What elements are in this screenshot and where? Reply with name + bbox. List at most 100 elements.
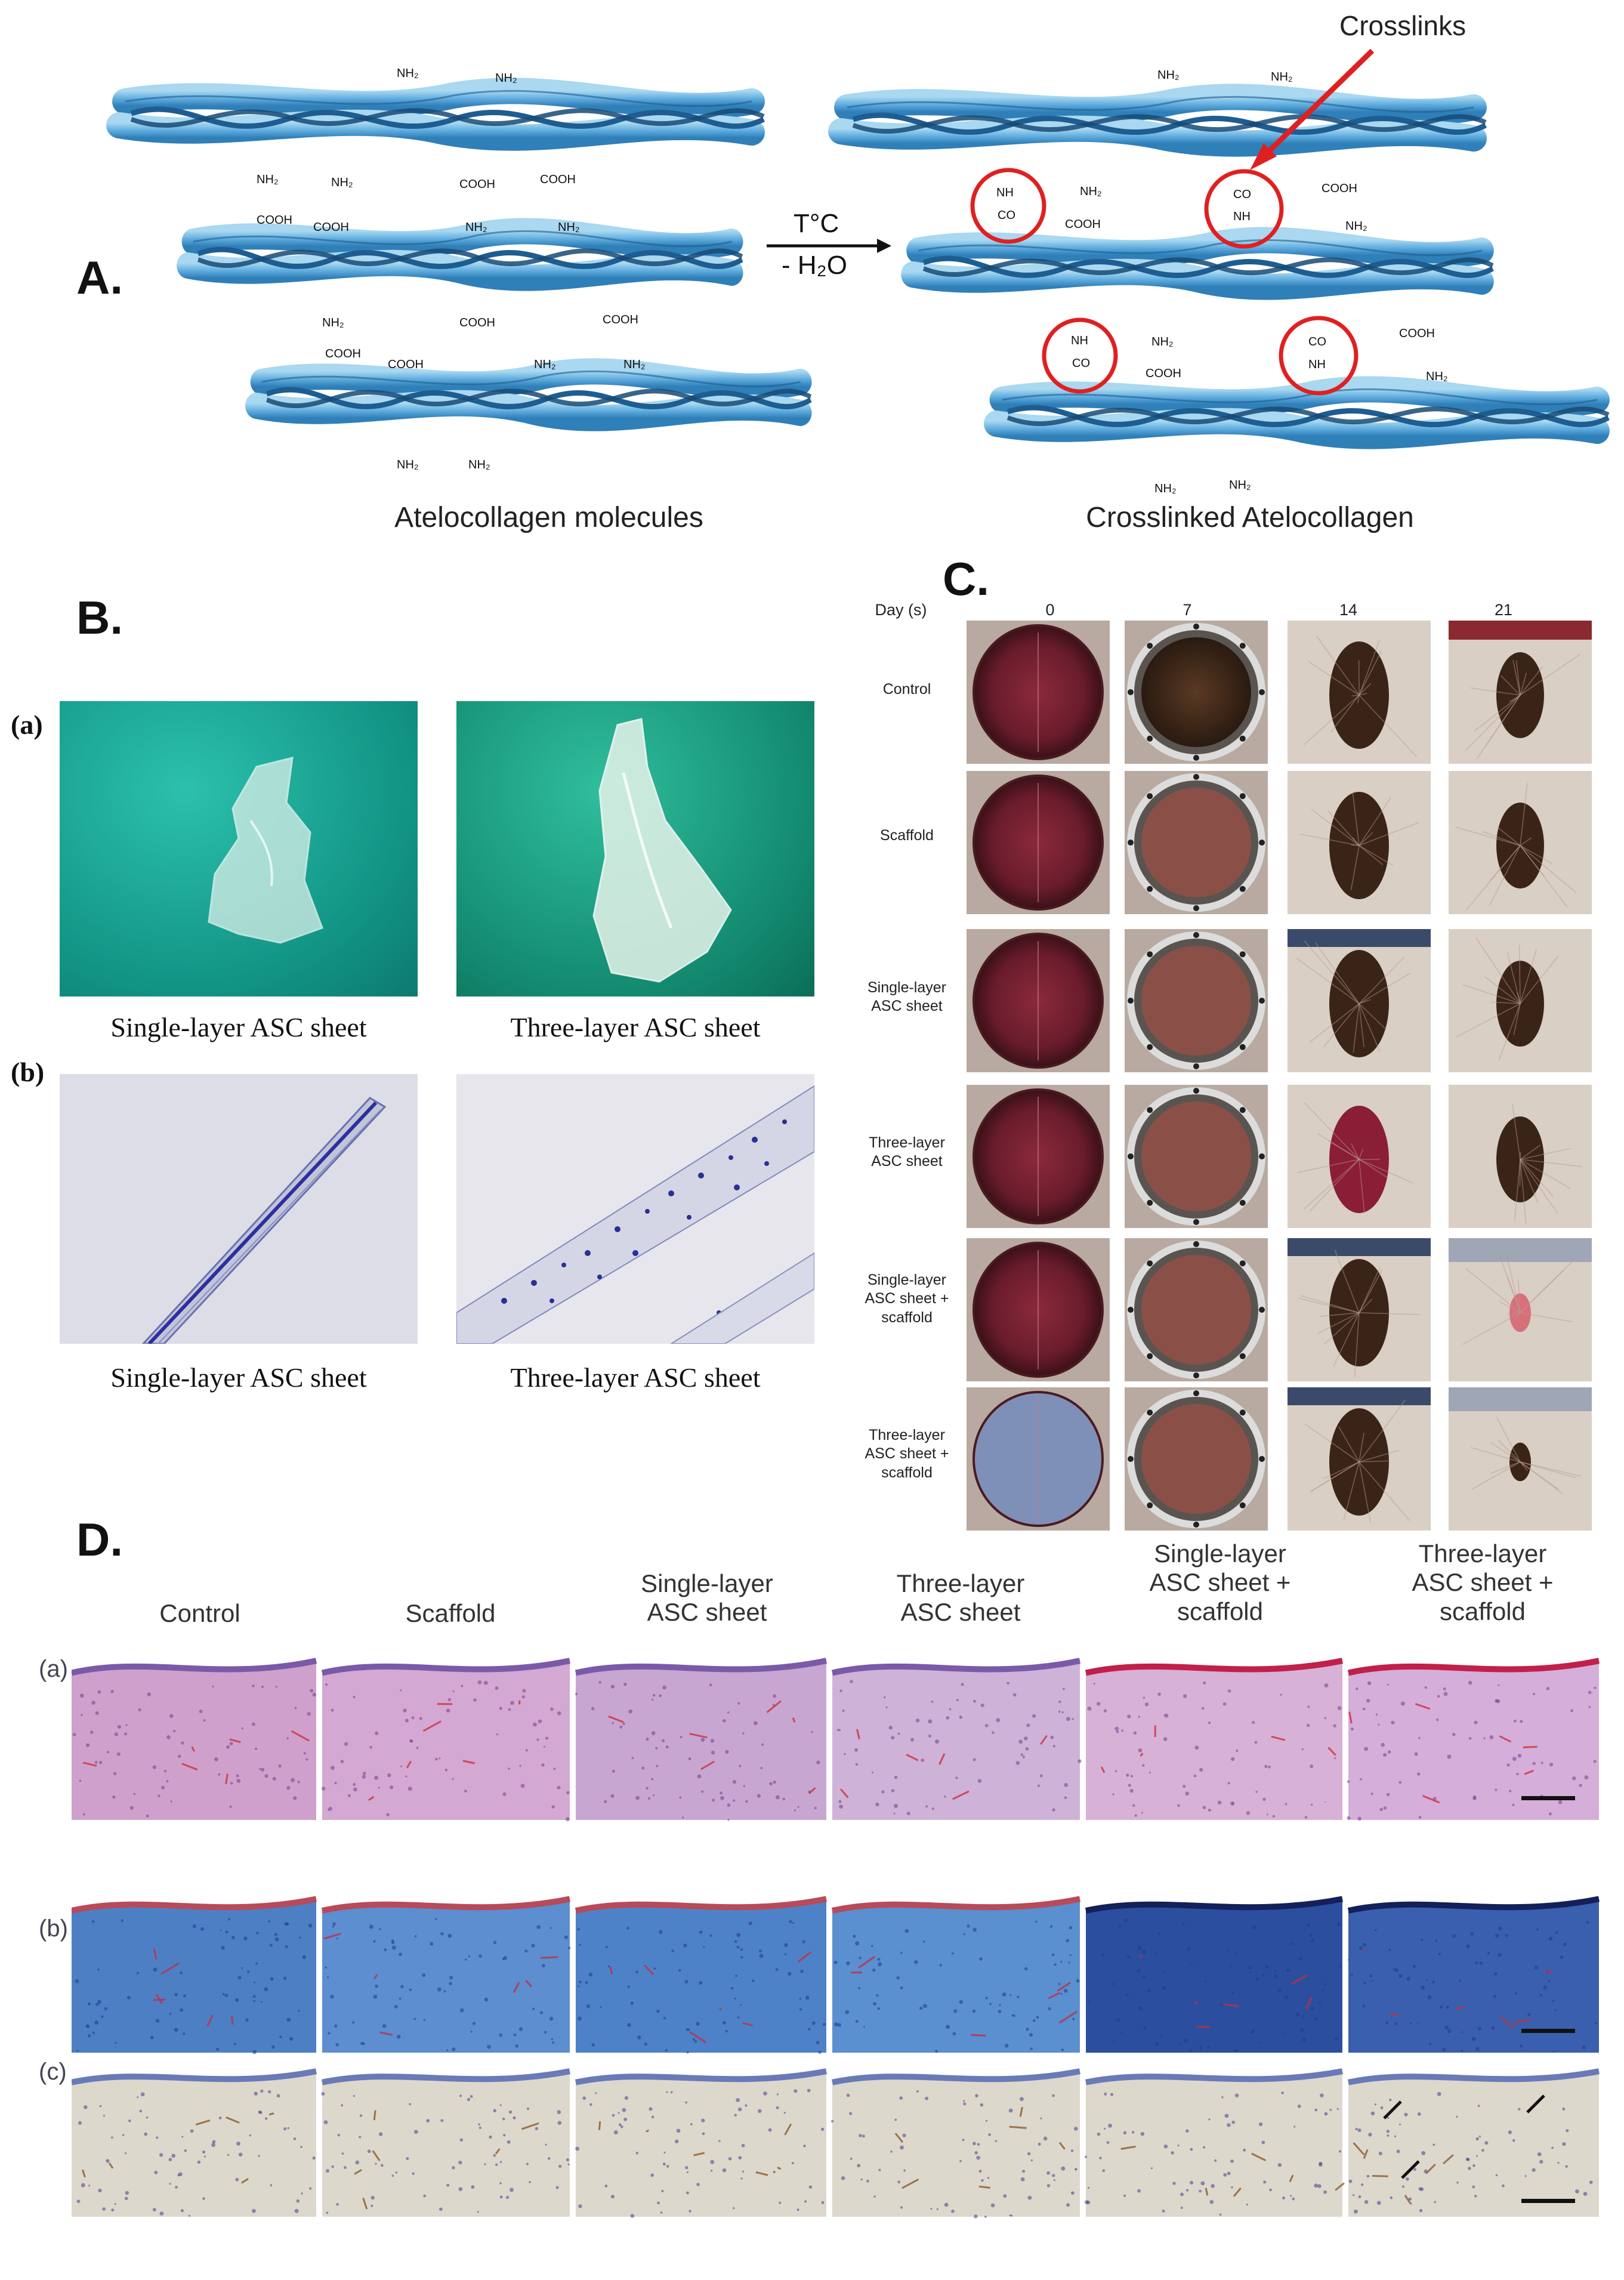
nh2-label: NH₂ xyxy=(623,358,646,371)
row-label-line: Scaffold xyxy=(880,827,934,844)
row-label-line: Control xyxy=(882,681,931,698)
crosslink-circle-1 xyxy=(970,168,1046,244)
column-label-line: Single-layer xyxy=(1154,1539,1286,1568)
nh2-label: NH₂ xyxy=(468,458,490,471)
nh-label: NH xyxy=(1308,358,1326,371)
row-label-line: ASC sheet xyxy=(871,1153,943,1170)
nh2-label: NH₂ xyxy=(1426,370,1448,383)
three-layer-sheet-histology xyxy=(456,1074,814,1344)
histology-column-control: Control xyxy=(84,1599,316,1628)
row-label-line: Three-layer xyxy=(869,1134,945,1151)
row-label-line: scaffold xyxy=(881,1464,933,1481)
cooh-label: COOH xyxy=(1399,327,1435,340)
vessel-arrow xyxy=(1526,2094,1545,2114)
row-label-line: Single-layer xyxy=(867,979,946,996)
wound-photo xyxy=(1125,929,1268,1072)
column-label-line: Three-layer xyxy=(1418,1539,1547,1568)
histology-image xyxy=(831,1647,1082,1820)
single-layer-sheet-histology xyxy=(60,1074,418,1344)
cooh-label: COOH xyxy=(325,347,361,360)
wound-photo xyxy=(1288,1238,1431,1381)
histology-image xyxy=(1084,2059,1345,2217)
cooh-label: COOH xyxy=(388,358,424,371)
histology-row-c-label: (c) xyxy=(39,2059,67,2085)
wound-photo xyxy=(1125,1085,1268,1228)
single-layer-sheet-photo xyxy=(60,701,418,996)
wound-photo xyxy=(1288,771,1431,914)
panel-b-row-b-label: (b) xyxy=(11,1057,45,1087)
crosslinks-arrow xyxy=(1259,48,1375,161)
nh2-label: NH₂ xyxy=(1345,220,1367,233)
nh2-label: NH₂ xyxy=(1229,479,1251,492)
row-label-line: ASC sheet xyxy=(871,998,943,1015)
panel-c-letter: C. xyxy=(943,553,989,605)
three-layer-sheet-shape xyxy=(592,718,732,983)
column-label-line: Scaffold xyxy=(405,1599,496,1627)
nh2-label: NH₂ xyxy=(558,221,580,234)
crosslinked-fibril-2 xyxy=(913,240,1493,286)
wound-photo xyxy=(1449,1387,1592,1531)
crosslinked-fibril-3 xyxy=(996,389,1608,436)
wound-photo xyxy=(967,1238,1110,1381)
histology-image xyxy=(72,1647,317,1820)
histology-image xyxy=(321,2059,570,2217)
crosslink-circle-4 xyxy=(1279,316,1359,396)
cooh-label: COOH xyxy=(257,214,292,227)
wound-photo xyxy=(1288,1387,1431,1531)
nh2-label: NH₂ xyxy=(1151,335,1174,348)
histology-column-scaffold: Scaffold xyxy=(325,1599,576,1628)
day-0-header: 0 xyxy=(1045,601,1055,619)
column-label-line: scaffold xyxy=(1440,1597,1526,1625)
scale-bar xyxy=(1521,2199,1575,2203)
nh2-label: NH₂ xyxy=(465,221,487,234)
histology-image xyxy=(72,1886,317,2054)
three-layer-histology-shape xyxy=(456,1085,814,1344)
panel-d-letter: D. xyxy=(76,1513,123,1566)
histology-image xyxy=(72,2059,317,2217)
column-label-line: Single-layer xyxy=(641,1569,773,1597)
column-label-line: ASC sheet xyxy=(900,1598,1021,1627)
column-label-line: ASC sheet + xyxy=(1149,1568,1291,1597)
wound-photo xyxy=(1125,621,1268,764)
histology-image xyxy=(1347,2059,1600,2217)
crosslinks-label: Crosslinks xyxy=(1339,10,1466,41)
arrow-condition-water: - H₂O xyxy=(782,251,847,280)
nh2-label: NH₂ xyxy=(322,316,344,329)
cooh-label: COOH xyxy=(459,316,495,329)
column-label-line: ASC sheet xyxy=(647,1598,767,1627)
cooh-label: COOH xyxy=(1146,367,1181,380)
histology-row-b-label: (b) xyxy=(39,1915,68,1942)
co-label: CO xyxy=(1308,335,1326,348)
cooh-label: COOH xyxy=(540,173,576,186)
co-label: CO xyxy=(1233,188,1251,201)
column-label-line: Three-layer xyxy=(896,1569,1025,1597)
histology-row-a-label: (a) xyxy=(39,1656,68,1682)
histology-image xyxy=(321,1647,571,1822)
wound-photo xyxy=(1288,1085,1431,1228)
wound-row-label-scaffold: Scaffold xyxy=(859,826,955,845)
single-layer-histology-caption: Single-layer ASC sheet xyxy=(110,1362,367,1393)
atelocollagen-fibril-1 xyxy=(119,91,764,137)
cooh-label: COOH xyxy=(459,178,495,191)
wound-photo xyxy=(1125,1387,1268,1531)
crosslink-circle-3 xyxy=(1042,317,1118,394)
wound-photo xyxy=(1288,929,1431,1072)
histology-image xyxy=(575,1647,828,1821)
wound-photo xyxy=(1449,1085,1592,1228)
atelocollagen-fibril-2 xyxy=(188,231,742,277)
wound-photo-grid xyxy=(967,621,1592,1531)
three-layer-histology-caption: Three-layer ASC sheet xyxy=(510,1362,761,1393)
nh2-label: NH₂ xyxy=(397,67,419,80)
atelocollagen-fibril-3 xyxy=(257,371,811,418)
wound-photo xyxy=(1288,621,1431,764)
histology-grid xyxy=(72,1647,1600,2219)
panel-a-diagram xyxy=(0,48,1624,561)
three-layer-sheet-caption: Three-layer ASC sheet xyxy=(510,1012,761,1042)
nh2-label: NH₂ xyxy=(1271,70,1293,84)
single-layer-sheet-caption: Single-layer ASC sheet xyxy=(110,1012,367,1042)
column-label-line: scaffold xyxy=(1177,1597,1263,1625)
wound-photo xyxy=(1125,1238,1268,1381)
nh2-label: NH₂ xyxy=(534,358,556,371)
